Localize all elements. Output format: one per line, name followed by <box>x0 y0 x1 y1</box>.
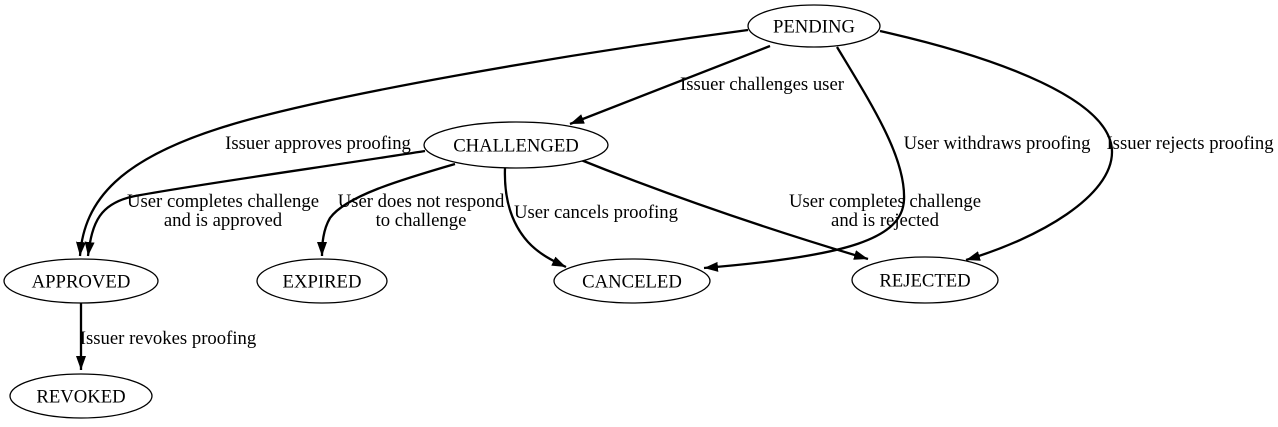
node-ellipse-challenged <box>423 121 609 169</box>
edge-label-approved-revoked: Issuer revokes proofing <box>80 328 256 349</box>
node-expired: EXPIRED <box>256 258 388 304</box>
node-pending: PENDING <box>747 4 881 48</box>
edge-label-pending-canceled: User withdraws proofing <box>904 133 1091 154</box>
node-ellipse-rejected <box>851 256 999 304</box>
edge-challenged-rejected <box>575 156 869 261</box>
node-label-rejected: REJECTED <box>879 271 970 292</box>
node-ellipse-approved <box>3 258 159 304</box>
node-ellipse-revoked <box>9 373 153 419</box>
edge-label-line: User completes challenge <box>127 191 319 212</box>
edge-label-line: and is approved <box>164 210 283 231</box>
edge-label-line: and is rejected <box>831 210 940 231</box>
edge-label-challenged-canceled: User cancels proofing <box>514 202 678 223</box>
node-label-revoked: REVOKED <box>36 387 125 408</box>
edge-label-line: User does not respond <box>338 191 505 212</box>
edge-label-line: Issuer challenges user <box>680 74 845 95</box>
node-approved: APPROVED <box>3 258 159 304</box>
edge-label-line: Issuer approves proofing <box>225 133 411 154</box>
edge-label-line: User withdraws proofing <box>904 133 1091 154</box>
node-canceled: CANCELED <box>553 258 711 304</box>
edge-label-pending-rejected: Issuer rejects proofing <box>1106 133 1273 154</box>
nodes-layer: PENDING CHALLENGED APPROVED EXPIRED CANCELED… <box>3 4 999 419</box>
edge-label-pending-approved: Issuer approves proofing <box>225 133 411 154</box>
node-label-expired: EXPIRED <box>283 272 362 293</box>
edge-challenged-canceled <box>503 167 567 269</box>
edge-label-line: User completes challenge <box>789 191 981 212</box>
node-label-pending: PENDING <box>773 17 855 38</box>
node-challenged: CHALLENGED <box>423 121 609 169</box>
edge-label-pending-challenged: Issuer challenges user <box>680 74 845 95</box>
node-label-canceled: CANCELED <box>582 272 682 293</box>
edge-pending-challenged <box>569 44 771 126</box>
node-label-approved: APPROVED <box>32 272 131 293</box>
edge-challenged-approved <box>84 149 426 257</box>
node-ellipse-canceled <box>553 258 711 304</box>
edge-label-line: Issuer rejects proofing <box>1106 133 1273 154</box>
node-ellipse-expired <box>256 258 388 304</box>
edges-layer <box>76 28 1114 370</box>
edge-label-line: User cancels proofing <box>514 202 678 223</box>
edge-label-line: to challenge <box>376 210 467 231</box>
edge-pending-canceled <box>703 46 906 272</box>
node-label-challenged: CHALLENGED <box>453 136 579 157</box>
node-revoked: REVOKED <box>9 373 153 419</box>
edge-pending-rejected <box>879 29 1114 262</box>
node-ellipse-pending <box>747 4 881 48</box>
edge-label-line: Issuer revokes proofing <box>80 328 256 349</box>
edge-challenged-expired <box>317 162 456 257</box>
edge-pending-approved <box>76 28 749 257</box>
node-rejected: REJECTED <box>851 256 999 304</box>
